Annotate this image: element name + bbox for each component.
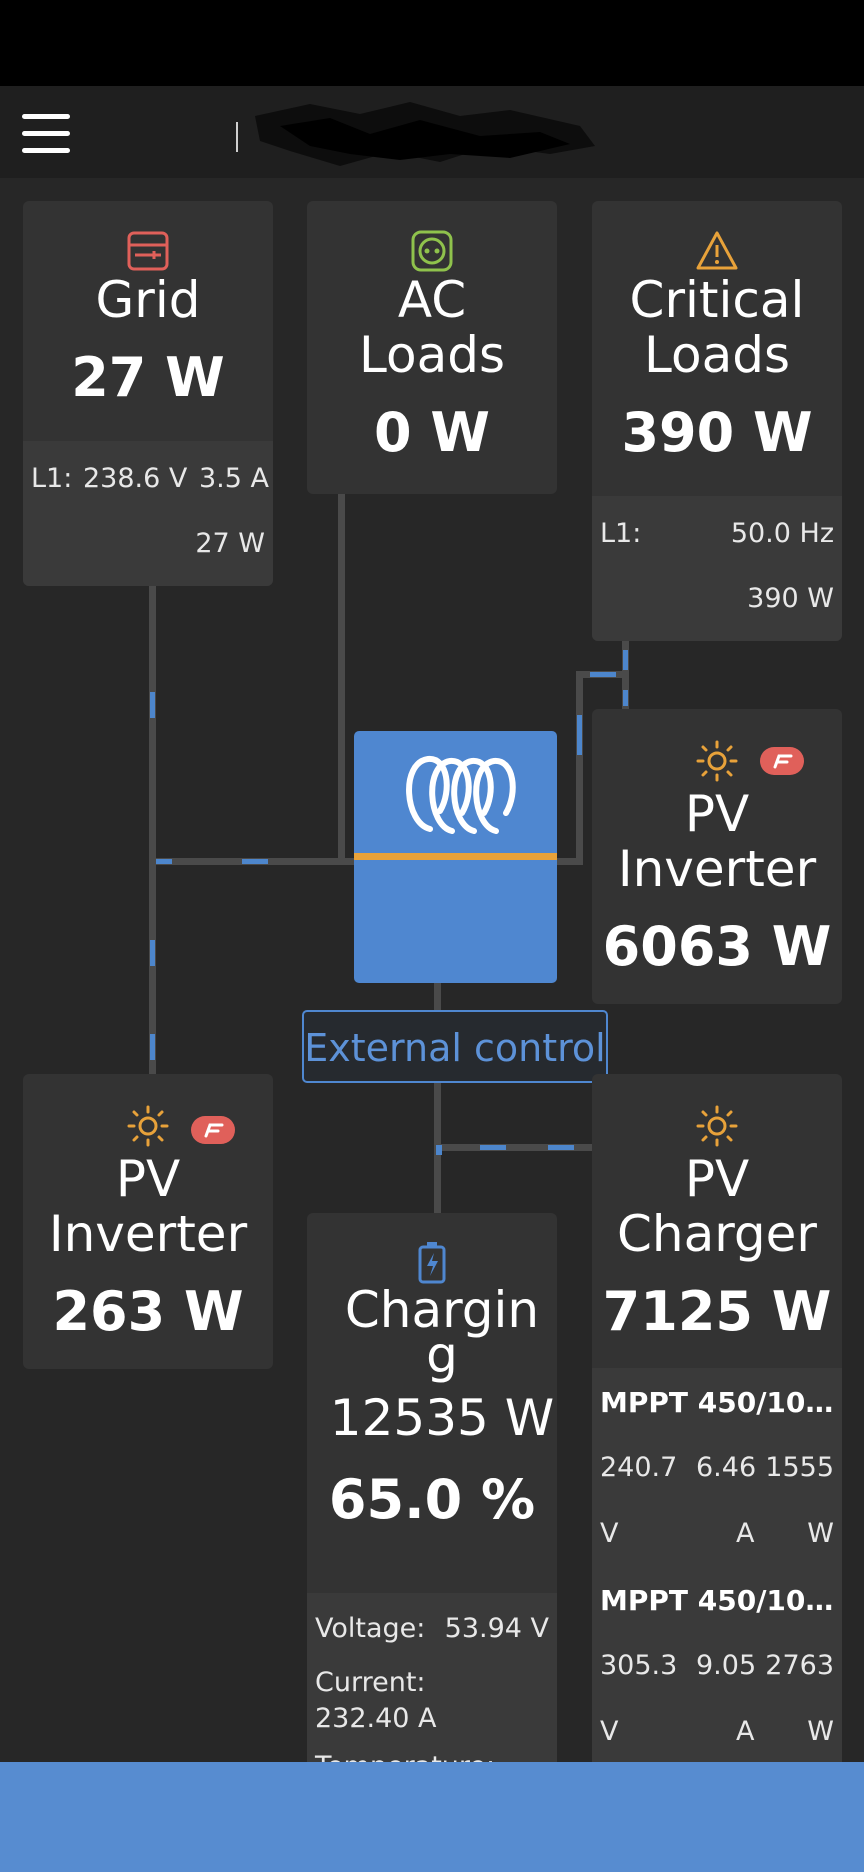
critical-branch-flow-dot — [590, 672, 616, 677]
pv-charger-flow-dot — [436, 1145, 442, 1155]
grid-current: 3.5 A — [199, 463, 269, 494]
bottom-bar[interactable] — [0, 1762, 864, 1872]
pv-inverter-right-power: 6063 W — [602, 915, 832, 978]
battery-panel[interactable]: Chargin g 12535 W 65.0 % Voltage: 53.94 … — [307, 1213, 557, 1773]
critical-loads-title-line2: Loads — [644, 326, 790, 384]
pv-inverter-left-power: 263 W — [52, 1280, 244, 1343]
battery-power: 12535 W — [329, 1389, 555, 1447]
pv-charger-power: 7125 W — [602, 1280, 832, 1343]
grid-details: L1: 238.6 V 3.5 A 27 W — [23, 441, 273, 586]
mppt-current-unit: A — [736, 1518, 755, 1549]
grid-panel[interactable]: Grid 27 W L1: 238.6 V 3.5 A 27 W — [23, 201, 273, 586]
inverter-status-stripe — [354, 853, 557, 860]
pv-inverter-right-title-line2: Inverter — [617, 840, 817, 898]
inverter-charger-block[interactable] — [354, 731, 557, 983]
header-divider — [236, 122, 238, 152]
battery-soc: 65.0 % — [328, 1468, 536, 1531]
battery-status-line2: g — [426, 1326, 458, 1384]
ac-loads-title-line1: AC — [397, 271, 467, 329]
battery-charging-icon — [418, 1242, 446, 1284]
grid-power: 27 W — [71, 346, 225, 409]
fronius-badge-icon — [191, 1116, 235, 1144]
ac-loads-panel[interactable]: AC Loads 0 W — [307, 201, 557, 494]
fronius-badge-icon — [760, 747, 804, 775]
grid-voltage: 238.6 V — [83, 463, 188, 494]
grid-title: Grid — [95, 271, 201, 329]
victron-logo-icon — [406, 756, 516, 834]
ac-out-flow-dot — [577, 715, 582, 755]
mppt-voltage: 240.7 — [600, 1452, 678, 1483]
redacted-site-name — [255, 102, 595, 166]
mppt-power: 2763 — [765, 1650, 834, 1681]
critical-flow-dot — [623, 690, 628, 706]
status-bar — [0, 0, 864, 86]
mppt-voltage-unit: V — [600, 1518, 619, 1549]
mppt-power-unit: W — [807, 1716, 834, 1747]
grid-flow-dot — [150, 940, 155, 966]
mppt-current: 6.46 — [696, 1452, 757, 1483]
pv-charger-title-line2: Charger — [617, 1205, 817, 1263]
pv-charger-title-line1: PV — [684, 1150, 750, 1208]
grid-meter-icon — [127, 231, 169, 271]
critical-frequency: 50.0 Hz — [730, 518, 834, 549]
socket-icon — [411, 230, 453, 272]
critical-loads-panel[interactable]: Critical Loads 390 W L1: 50.0 Hz 390 W — [592, 201, 842, 641]
ac-loads-title-line2: Loads — [359, 326, 505, 384]
ac-in-flow-dot — [156, 859, 172, 864]
dc-bus-line — [434, 983, 441, 1213]
critical-loads-details: L1: 50.0 Hz 390 W — [592, 496, 842, 641]
ac-loads-power: 0 W — [374, 401, 490, 464]
sun-icon — [696, 1105, 738, 1147]
battery-voltage: 53.94 V — [444, 1613, 549, 1644]
sun-icon — [127, 1105, 169, 1147]
battery-current: 232.40 A — [315, 1703, 437, 1734]
pv-inverter-right-panel[interactable]: PV Inverter 6063 W — [592, 709, 842, 1004]
mppt-voltage: 305.3 — [600, 1650, 678, 1681]
sun-icon — [696, 740, 738, 782]
pv-charger-details: MPPT 450/100... 240.7 6.46 1555 V A W MP… — [592, 1368, 842, 1774]
mppt-power: 1555 — [765, 1452, 834, 1483]
mppt-unit-name: MPPT 450/100... — [600, 1386, 836, 1419]
critical-loads-power: 390 W — [621, 401, 813, 464]
pv-charger-flow-dot — [548, 1145, 574, 1150]
grid-l1-label: L1: — [31, 463, 73, 494]
pv-inverter-left-title-line1: PV — [115, 1150, 181, 1208]
grid-flow-dot — [150, 692, 155, 718]
battery-details: Voltage: 53.94 V Current: 232.40 A Tempe… — [307, 1593, 557, 1773]
pv-inverter-left-panel[interactable]: PV Inverter 263 W — [23, 1074, 273, 1369]
critical-loads-title-line1: Critical — [629, 271, 805, 329]
grid-flow-dot — [150, 1034, 155, 1060]
pv-charger-dc-line — [434, 1144, 592, 1151]
ac-loads-connector-line — [338, 494, 345, 864]
critical-connector-line — [622, 640, 629, 710]
mppt-current: 9.05 — [696, 1650, 757, 1681]
mppt-current-unit: A — [736, 1716, 755, 1747]
pv-charger-panel[interactable]: PV Charger 7125 W MPPT 450/100... 240.7 … — [592, 1074, 842, 1774]
critical-flow-dot — [623, 650, 628, 670]
hamburger-menu-icon[interactable] — [22, 114, 70, 154]
ac-out-line — [557, 858, 581, 865]
external-control-label: External control — [302, 1010, 608, 1083]
pv-inverter-left-title-line2: Inverter — [48, 1205, 248, 1263]
battery-status-line1: Chargin — [344, 1281, 540, 1339]
warning-icon — [696, 231, 738, 270]
mppt-power-unit: W — [807, 1518, 834, 1549]
ac-out-vertical-line — [576, 671, 583, 865]
mppt-unit-name: MPPT 450/100... — [600, 1584, 836, 1617]
battery-current-label: Current: — [315, 1667, 426, 1698]
mppt-voltage-unit: V — [600, 1716, 619, 1747]
pv-inverter-right-title-line1: PV — [684, 785, 750, 843]
grid-connector-line — [149, 586, 156, 1074]
battery-voltage-label: Voltage: — [315, 1613, 426, 1644]
ac-in-flow-dot — [242, 859, 268, 864]
critical-l1-power: 390 W — [747, 583, 834, 614]
grid-l1-power: 27 W — [195, 528, 265, 559]
critical-l1-label: L1: — [600, 518, 642, 549]
pv-charger-flow-dot — [480, 1145, 506, 1150]
